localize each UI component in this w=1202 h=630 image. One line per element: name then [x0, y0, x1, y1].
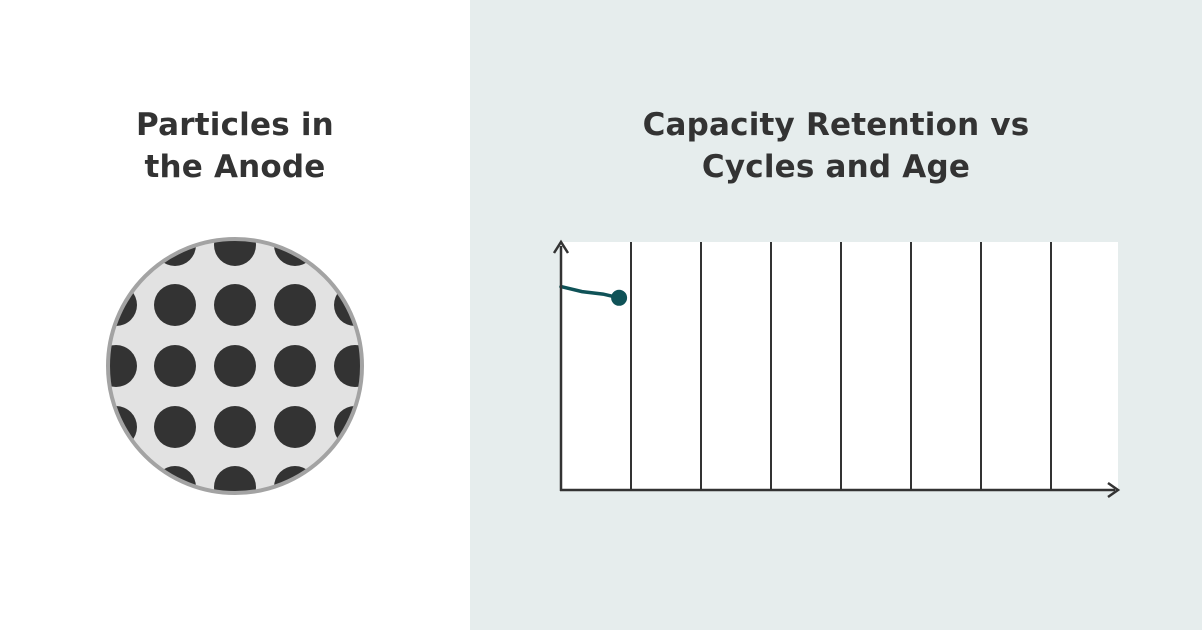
particle-16: [154, 406, 196, 448]
particle-8: [274, 284, 316, 326]
plot-area: [561, 242, 1118, 490]
particle-18: [274, 406, 316, 448]
capacity-curve-line: [559, 284, 621, 300]
x-axis-arrowhead: [1107, 481, 1121, 499]
particle-2: [214, 239, 256, 266]
particle-7: [214, 284, 256, 326]
chart-title-line1: Capacity Retention vs: [642, 107, 1030, 143]
particle-10: [108, 345, 137, 387]
anode-circle-border: [106, 237, 364, 495]
particle-22: [214, 466, 256, 493]
left-panel: Particles in the Anode: [0, 0, 470, 630]
particle-17: [214, 406, 256, 448]
chart-title-line2: Cycles and Age: [701, 149, 971, 185]
anode-title-line1: Particles in: [136, 107, 334, 143]
particle-6: [154, 284, 196, 326]
anode-title: Particles in the Anode: [35, 104, 435, 188]
anode-particles-diagram: [106, 237, 364, 495]
particle-13: [274, 345, 316, 387]
particle-11: [154, 345, 196, 387]
particle-12: [214, 345, 256, 387]
particle-14: [334, 345, 362, 387]
anode-title-line2: the Anode: [144, 149, 326, 185]
chart-title: Capacity Retention vs Cycles and Age: [470, 104, 1202, 188]
y-axis-arrowhead: [552, 239, 570, 254]
capacity-curve-end-point: [611, 289, 628, 306]
